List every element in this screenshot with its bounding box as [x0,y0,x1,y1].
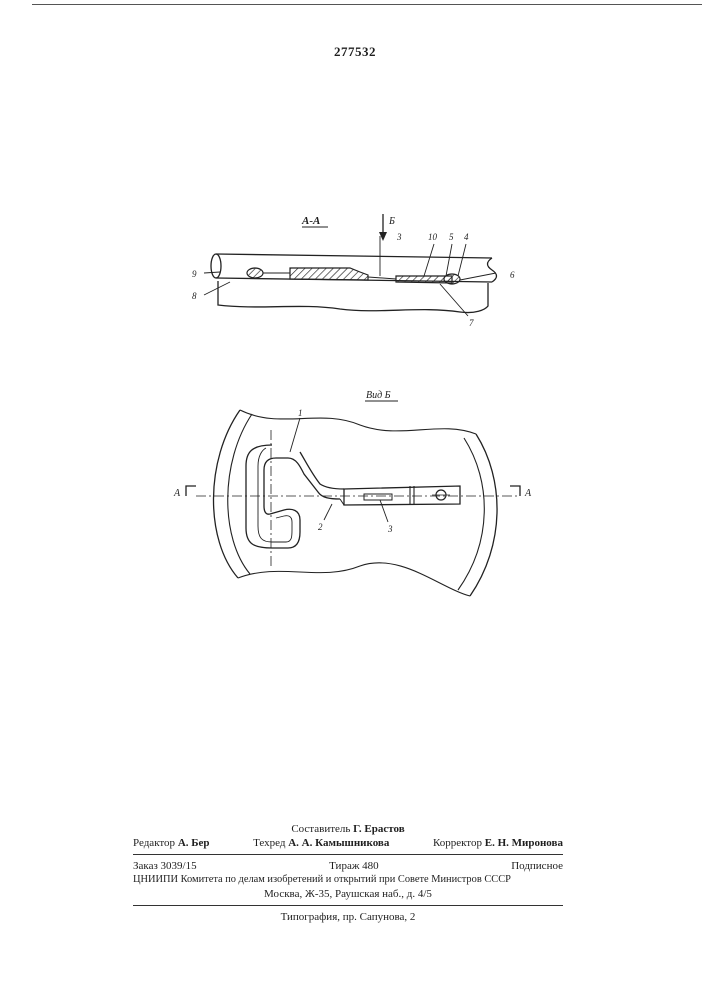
techred-entry: Техред А. А. Камышникова [253,836,389,850]
compiler-name: Г. Ерастов [353,823,405,835]
section-mark-right: А [524,488,532,499]
corrector-label: Корректор [433,837,482,849]
section-mark-left: А [173,488,181,499]
view-b-drawing [186,401,520,596]
callout-4: 4 [464,232,469,242]
callout-7: 7 [469,318,474,328]
imprint-rule [133,854,563,855]
callout-8: 8 [192,291,197,301]
callout-10: 10 [428,232,438,242]
compiler-line: Составитель Г. Ерастов [133,822,563,836]
imprint-rule-2 [133,905,563,906]
section-aa-drawing [204,214,497,316]
imprint-block: Составитель Г. Ерастов Редактор А. Бер Т… [133,822,563,924]
section-aa-title: А-А [301,215,320,227]
corrector-entry: Корректор Е. Н. Миронова [433,836,563,850]
editor-label: Редактор [133,837,175,849]
address-line: Москва, Ж-35, Раушская наб., д. 4/5 [133,887,563,901]
circulation: Тираж 480 [329,859,379,873]
callout-5: 5 [449,232,454,242]
callout-1: 1 [298,408,303,418]
techred-label: Техред [253,837,285,849]
subscription: Подписное [511,859,563,873]
callout-3-bottom: 3 [387,524,393,534]
view-b-title: Вид Б [366,390,391,401]
compiler-label: Составитель [291,823,350,835]
organization-line: ЦНИИПИ Комитета по делам изобретений и о… [133,873,563,887]
callout-9: 9 [192,269,197,279]
order-number: Заказ 3039/15 [133,859,197,873]
order-line: Заказ 3039/15 Тираж 480 Подписное [133,859,563,873]
techred-name: А. А. Камышникова [288,837,389,849]
view-b-labels: Вид Б А А 1 2 3 [173,390,532,534]
callout-3-top: 3 [396,232,402,242]
callout-2: 2 [318,522,323,532]
corrector-name: Е. Н. Миронова [485,837,563,849]
printer-line: Типография, пр. Сапунова, 2 [133,910,563,924]
callout-6: 6 [510,270,515,280]
staff-line: Редактор А. Бер Техред А. А. Камышникова… [133,836,563,850]
view-arrow-label: Б [388,216,395,227]
editor-entry: Редактор А. Бер [133,836,210,850]
editor-name: А. Бер [178,837,210,849]
